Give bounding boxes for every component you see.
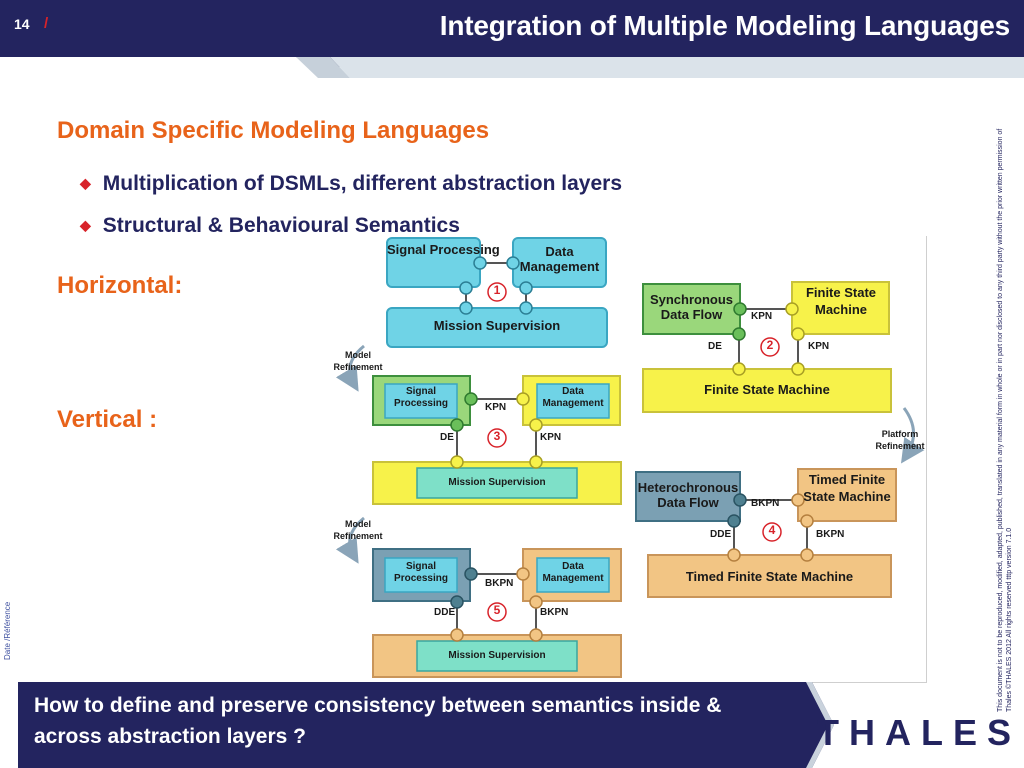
- timed-fsm-small-block: [797, 468, 897, 522]
- platform-refinement-arrow: [901, 407, 925, 464]
- step-number: 2: [766, 338, 774, 352]
- bkpn-label: BKPN: [485, 578, 514, 589]
- model-refinement-arrow: [335, 516, 365, 564]
- page-title: Integration of Multiple Modeling Languag…: [439, 10, 1010, 41]
- kpn-label: KPN: [540, 432, 562, 443]
- vertical-label: Vertical :: [57, 406, 158, 433]
- step-number: 1: [493, 283, 501, 297]
- bkpn-label: BKPN: [816, 529, 845, 540]
- ports: [450, 256, 814, 642]
- de-label: DE: [708, 341, 722, 352]
- heterochronous-data-flow-block: [635, 471, 741, 522]
- mission-supervision-block: [416, 640, 578, 672]
- bullet-item: ◆ Structural & Behavioural Semantics: [80, 214, 460, 238]
- kpn-label: KPN: [485, 402, 507, 413]
- slide-separator: /: [44, 15, 49, 32]
- dde-label: DDE: [710, 529, 732, 540]
- diagram-shapes: [335, 237, 925, 678]
- mission-supervision-label: Mission Supervision: [448, 477, 546, 488]
- step-number: 3: [493, 429, 501, 443]
- bkpn-label: BKPN: [751, 498, 780, 509]
- mission-supervision-label: Mission Supervision: [433, 318, 561, 333]
- model-refinement-label: Model Refinement: [333, 350, 383, 372]
- copyright-line: This document is not to be reproduced, m…: [997, 128, 1004, 712]
- slide-number: 14: [14, 16, 30, 32]
- heterochronous-data-flow-label: Heterochronous Data Flow: [637, 480, 739, 510]
- timed-fsm-small-label: Timed Finite State Machine: [803, 472, 891, 504]
- signal-processing-label: Signal Processing: [394, 561, 448, 584]
- step-circles: [487, 282, 782, 622]
- header-bar: 14 / Integration of Multiple Modeling La…: [0, 0, 1024, 78]
- bullet-text: Structural & Behavioural Semantics: [102, 214, 460, 237]
- data-management-label: Data Management: [542, 561, 604, 584]
- mission-supervision-block: [386, 307, 608, 348]
- consistency-question: How to define and preserve consistency b…: [34, 694, 722, 748]
- finite-state-machine-small-block: [791, 281, 890, 335]
- copyright-line: Thales ©THALES 2012 All rights reserved …: [1006, 527, 1013, 712]
- signal-processing-block: [384, 557, 458, 593]
- bullet-text: Multiplication of DSMLs, different abstr…: [102, 172, 623, 195]
- data-management-label: Data Management: [542, 386, 604, 409]
- data-management-block: [536, 383, 610, 419]
- finite-state-machine-block: [642, 368, 892, 413]
- bullet-item: ◆ Multiplication of DSMLs, different abst…: [80, 172, 622, 196]
- header-background: [0, 0, 1024, 78]
- kpn-label: KPN: [808, 341, 830, 352]
- signal-processing-label: Signal Processing: [387, 242, 500, 257]
- finite-state-machine-label: Finite State Machine: [704, 382, 830, 397]
- platform-refinement-label: Platform Refinement: [875, 429, 925, 451]
- dsml-diagram: Signal Processing Data Management Missio…: [330, 236, 927, 683]
- signal-processing-block: [384, 383, 458, 419]
- kpn-label: KPN: [751, 311, 773, 322]
- diamond-bullet-icon: ◆: [80, 175, 91, 191]
- date-reference: Date /Référence: [3, 601, 12, 660]
- mission-supervision-label: Mission Supervision: [448, 650, 546, 661]
- data-management-label: Data Management: [519, 244, 600, 274]
- model-refinement-label: Model Refinement: [333, 519, 383, 541]
- horizontal-label: Horizontal:: [57, 272, 183, 299]
- data-management-block: [536, 557, 610, 593]
- synchronous-data-flow-label: Synchronous Data Flow: [649, 292, 734, 322]
- step-number: 5: [493, 603, 501, 617]
- de-label: DE: [440, 432, 454, 443]
- copyright-notice: This document is not to be reproduced, m…: [996, 129, 1014, 712]
- model-refinement-arrow: [335, 344, 365, 392]
- thales-logo: THALES: [817, 712, 1021, 753]
- step-number: 4: [768, 523, 776, 537]
- timed-fsm-label: Timed Finite State Machine: [685, 569, 854, 584]
- diamond-bullet-icon: ◆: [80, 217, 91, 233]
- footer-background: [18, 682, 834, 768]
- dde-label: DDE: [434, 607, 456, 618]
- mission-supervision-block: [416, 467, 578, 499]
- timed-fsm-block: [647, 554, 892, 598]
- bkpn-label: BKPN: [540, 607, 569, 618]
- finite-state-machine-small-label: Finite State Machine: [805, 285, 877, 317]
- section-title: Domain Specific Modeling Languages: [57, 117, 490, 144]
- signal-processing-label: Signal Processing: [394, 386, 448, 409]
